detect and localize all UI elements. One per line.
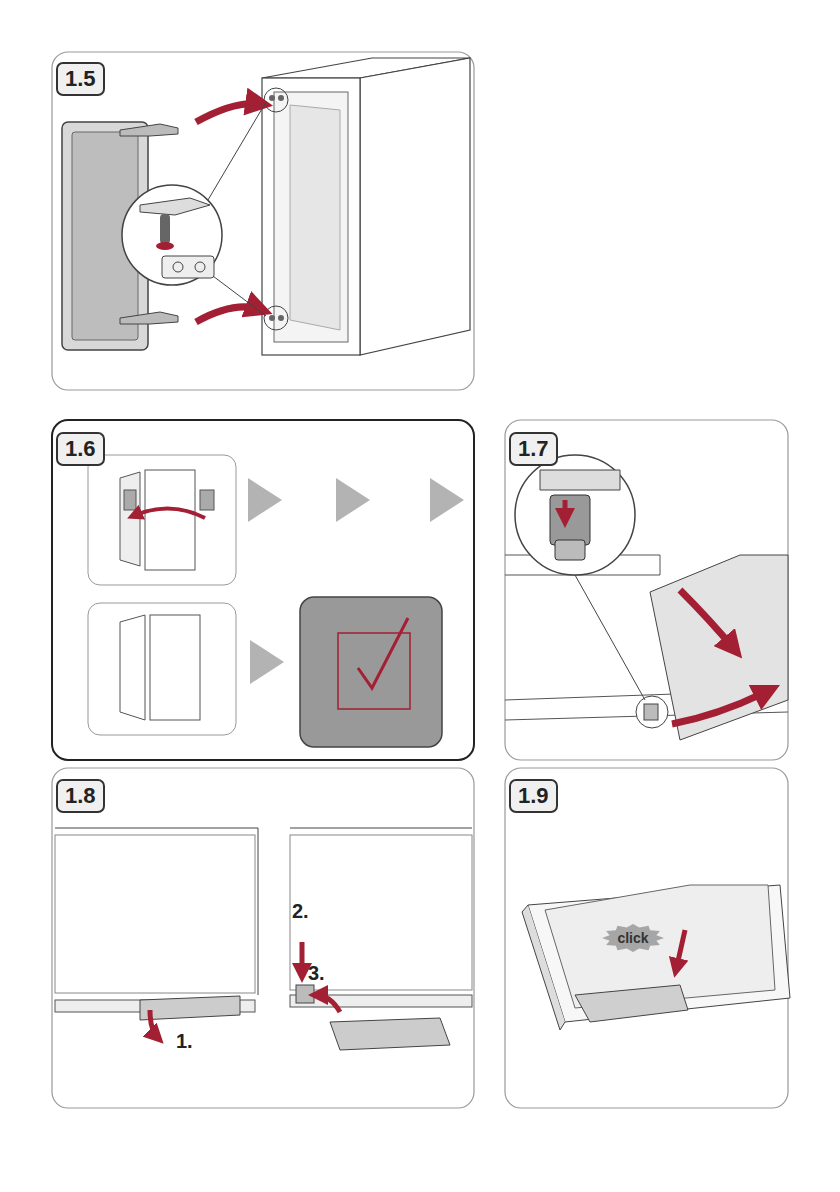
step-badge: 1.7 bbox=[509, 432, 558, 466]
step-number: 1.5 bbox=[65, 66, 96, 91]
step-badge: 1.5 bbox=[56, 62, 105, 96]
step-number: 1.8 bbox=[65, 783, 96, 808]
step-number: 1.9 bbox=[518, 783, 549, 808]
step-number: 1.7 bbox=[518, 436, 549, 461]
click-burst: click bbox=[602, 924, 664, 952]
step-number: 1.6 bbox=[65, 436, 96, 461]
step-callout: 1. bbox=[176, 1030, 193, 1053]
click-text: click bbox=[617, 930, 648, 946]
step-callout: 3. bbox=[308, 962, 325, 985]
step-callout: 2. bbox=[292, 900, 309, 923]
step-badge: 1.8 bbox=[56, 779, 105, 813]
step-badge: 1.6 bbox=[56, 432, 105, 466]
step-badge: 1.9 bbox=[509, 779, 558, 813]
